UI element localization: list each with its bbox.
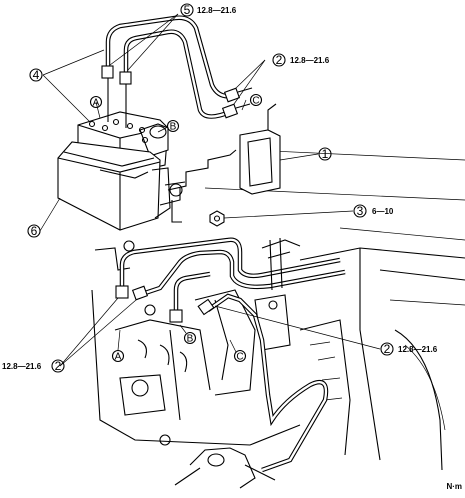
ref-letter-b-upper: B (166, 119, 180, 133)
callout-6-number: 6 (31, 224, 38, 238)
svg-text:A: A (115, 352, 122, 363)
callout-2-left: 12.8—21.6 2 (2, 359, 65, 373)
callout-2-right: 2 12.8—21.6 (380, 342, 438, 356)
torque-unit-label: N·m (446, 482, 462, 491)
ref-letter-c-upper: C (249, 93, 263, 107)
callout-1-number: 1 (322, 147, 329, 161)
brake-pipes-upper (101, 15, 253, 128)
ref-letter-a-upper: A (89, 95, 103, 109)
ref-letter-a-lower: A (111, 349, 125, 363)
abs-hu-cm-unit (57, 111, 186, 231)
ref-letter-b-lower: B (183, 331, 197, 345)
callout-3-torque: 6—10 (372, 207, 394, 216)
vehicle-body-structure (204, 149, 465, 471)
svg-text:C: C (252, 96, 259, 107)
callout-2-upper-number: 2 (276, 53, 283, 67)
callout-5-number: 5 (184, 3, 191, 17)
callout-5-torque: 12.8—21.6 (197, 6, 237, 15)
callout-2-left-torque: 12.8—21.6 (2, 362, 42, 371)
callout-4: 4 (29, 68, 43, 82)
ref-letter-c-lower: C (233, 349, 247, 363)
brake-pipes-lower (115, 237, 346, 473)
chassis-mount (91, 240, 301, 489)
svg-text:B: B (187, 334, 194, 345)
callout-6: 6 (27, 224, 41, 238)
callout-2-right-torque: 12.8—21.6 (398, 345, 438, 354)
callout-5: 5 12.8—21.6 (180, 3, 237, 17)
callout-3: 3 6—10 (353, 204, 394, 218)
nut (209, 210, 225, 227)
svg-text:B: B (170, 122, 177, 133)
callout-2-upper: 2 12.8—21.6 (272, 53, 330, 67)
callout-2-upper-torque: 12.8—21.6 (290, 56, 330, 65)
svg-text:C: C (236, 352, 243, 363)
callout-3-number: 3 (357, 204, 364, 218)
callout-1: 1 (318, 147, 332, 161)
svg-text:A: A (93, 98, 100, 109)
abs-connector (239, 103, 281, 195)
mounting-bracket (159, 149, 237, 223)
leader-lines (39, 13, 381, 367)
callout-4-number: 4 (33, 68, 40, 82)
callout-2-left-number: 2 (55, 359, 62, 373)
callout-2-right-number: 2 (384, 342, 391, 356)
